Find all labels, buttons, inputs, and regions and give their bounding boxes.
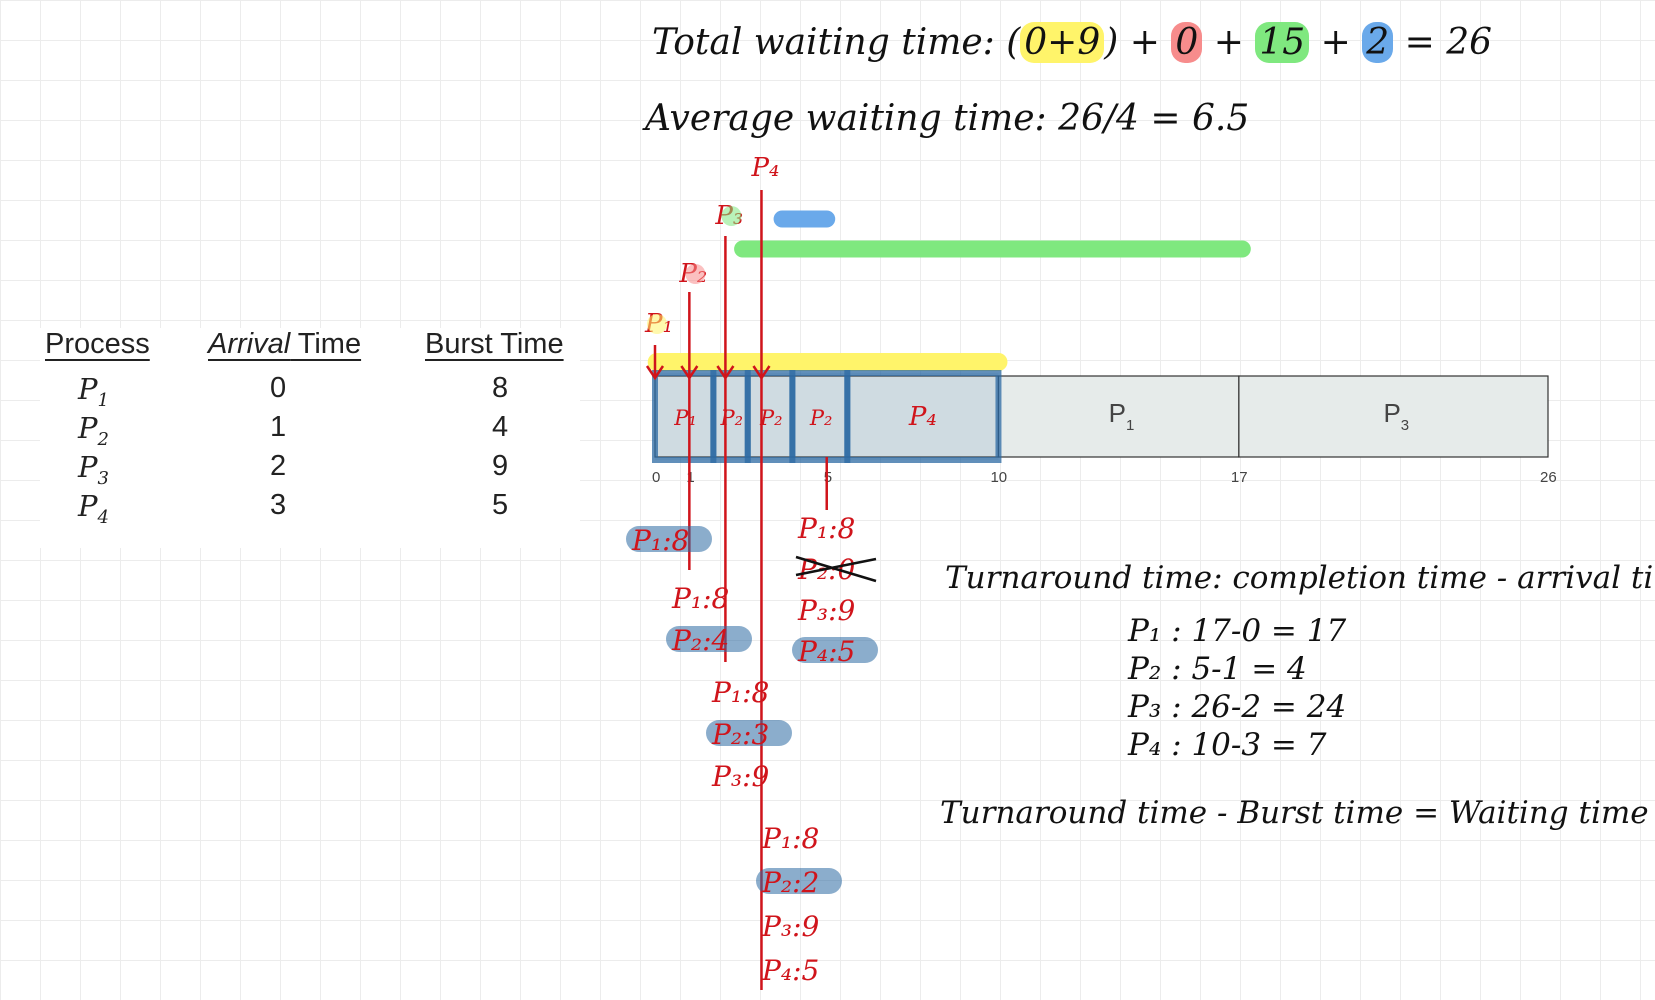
total-p4-term: 2 bbox=[1362, 22, 1394, 63]
turnaround-title: Turnaround time: completion time - arriv… bbox=[945, 560, 1655, 596]
row-1-burst: 8 bbox=[492, 372, 509, 404]
queue-t1-highlight bbox=[666, 626, 752, 652]
queue-t5-item-1: P₁:8 bbox=[797, 512, 855, 545]
overlay-label-2: P₂ bbox=[720, 406, 744, 430]
header-arrival-em: Arrival bbox=[208, 328, 291, 360]
row-4-arrival: 3 bbox=[270, 489, 287, 521]
turnaround-row-3: P₃ : 26-2 = 24 bbox=[1128, 689, 1347, 725]
row-2-p: P bbox=[78, 411, 98, 445]
row-2-process: P2 bbox=[78, 411, 109, 450]
header-arrival: Arrival Time bbox=[208, 328, 361, 361]
header-arrival-rest: Time bbox=[290, 328, 362, 360]
queue-t5-highlight bbox=[792, 637, 878, 663]
header-burst: Burst Time bbox=[425, 328, 564, 360]
turnaround-row-4: P₄ : 10-3 = 7 bbox=[1128, 727, 1327, 763]
arrival-arrow-2 bbox=[680, 365, 699, 381]
turnaround-row-2: P₂ : 5-1 = 4 bbox=[1128, 651, 1307, 687]
queue-t2-item-3: P₃:9 bbox=[711, 760, 769, 793]
tick-label-4: 10 bbox=[990, 469, 1007, 486]
row-4-process: P4 bbox=[78, 489, 109, 528]
gantt-segment-sub-2: 1 bbox=[1126, 417, 1134, 434]
total-result: = 26 bbox=[1404, 22, 1493, 63]
row-2-sub: 2 bbox=[97, 428, 109, 450]
overlay-label-1: P₁ bbox=[673, 406, 697, 430]
arrival-dot-3 bbox=[721, 206, 742, 226]
arrival-dot-1 bbox=[647, 314, 667, 334]
row-1-arrival: 0 bbox=[270, 372, 287, 404]
row-1-sub: 1 bbox=[97, 389, 109, 411]
row-3-process: P3 bbox=[78, 450, 109, 489]
overlay-label-3: P₂ bbox=[759, 406, 783, 430]
total-waiting-time: Total waiting time: (0+9) + 0 + 15 + 2 =… bbox=[652, 22, 1492, 63]
ready-queues: P₁:8P₁:8P₂:4P₁:8P₂:3P₃:9P₁:8P₂:2P₃:9P₄:5… bbox=[626, 512, 878, 987]
total-close-paren: ) bbox=[1104, 22, 1119, 63]
queue-t1-item-2: P₂:4 bbox=[671, 624, 729, 657]
queue-t3-item-1: P₁:8 bbox=[761, 822, 819, 855]
waiting-highlights bbox=[647, 210, 1251, 371]
overlay-label-4: P₂ bbox=[809, 406, 833, 430]
overlay-segments: P₁ P₂ P₂ P₂ P₄ bbox=[652, 370, 1002, 463]
arrival-label-4: P₄ bbox=[750, 153, 779, 183]
header-process: Process bbox=[45, 328, 150, 360]
total-p1-term: 0+9 bbox=[1020, 22, 1105, 63]
queue-t0-item-1: P₁:8 bbox=[631, 524, 689, 557]
total-p2-term: 0 bbox=[1171, 22, 1203, 63]
row-1-process: P1 bbox=[78, 372, 109, 411]
average-waiting-time: Average waiting time: 26/4 = 6.5 bbox=[645, 98, 1250, 139]
overlay-block-5 bbox=[844, 370, 1002, 463]
tick-label-1: 0 bbox=[652, 469, 660, 486]
row-3-burst: 9 bbox=[492, 450, 509, 482]
queue-t3-highlight bbox=[756, 868, 842, 894]
row-3-arrival: 2 bbox=[270, 450, 287, 482]
gantt-segment-2 bbox=[997, 375, 1240, 458]
row-4-sub: 4 bbox=[97, 506, 109, 528]
gantt-segment-3 bbox=[1238, 375, 1549, 458]
overlay-label-5: P₄ bbox=[908, 402, 937, 432]
total-open-paren: ( bbox=[1006, 22, 1021, 63]
arrival-arrow-1 bbox=[645, 365, 665, 381]
queue-t5-item-4: P₄:5 bbox=[797, 635, 855, 668]
total-plus-2: + bbox=[1213, 22, 1244, 63]
queue-t3-item-2: P₂:2 bbox=[761, 866, 819, 899]
overlay-block-1 bbox=[652, 370, 717, 463]
queue-t3-item-4: P₄:5 bbox=[761, 954, 819, 987]
queue-t5-strike-a bbox=[795, 555, 877, 583]
queue-t2-item-2: P₂:3 bbox=[711, 718, 769, 751]
tick-label-5: 17 bbox=[1231, 469, 1248, 486]
arrival-dot-2 bbox=[685, 264, 706, 284]
turnaround-formula: Turnaround time - Burst time = Waiting t… bbox=[940, 795, 1649, 831]
queue-t3-item-3: P₃:9 bbox=[761, 910, 819, 943]
total-waiting-label: Total waiting time: bbox=[652, 22, 995, 63]
turnaround-row-1: P₁ : 17-0 = 17 bbox=[1128, 613, 1347, 649]
arrival-arrow-4 bbox=[752, 365, 771, 381]
row-1-p: P bbox=[78, 372, 98, 406]
arrival-markers: P₁P₂P₃P₄ bbox=[644, 153, 828, 990]
queue-t1-item-1: P₁:8 bbox=[671, 582, 729, 615]
row-4-burst: 5 bbox=[492, 489, 509, 521]
total-plus-1: + bbox=[1129, 22, 1160, 63]
process-table: Process Arrival Time Burst Time P1 0 8 P… bbox=[40, 328, 580, 548]
queue-t2-highlight bbox=[706, 720, 792, 746]
queue-t2-item-1: P₁:8 bbox=[711, 676, 769, 709]
row-4-p: P bbox=[78, 489, 98, 523]
row-3-p: P bbox=[78, 450, 98, 484]
queue-t5-strike-b bbox=[795, 557, 877, 577]
arrival-arrow-3 bbox=[716, 365, 735, 381]
tick-label-6: 26 bbox=[1540, 469, 1557, 486]
gantt-segment-sub-3: 3 bbox=[1401, 417, 1409, 434]
queue-t5-item-3: P₃:9 bbox=[797, 594, 855, 627]
row-2-arrival: 1 bbox=[270, 411, 287, 443]
total-p3-term: 15 bbox=[1255, 22, 1310, 63]
row-2-burst: 4 bbox=[492, 411, 509, 443]
overlay-block-3 bbox=[744, 370, 796, 463]
gantt-ticks: 015101726 bbox=[652, 469, 1557, 486]
total-plus-3: + bbox=[1320, 22, 1351, 63]
queue-t0-highlight bbox=[626, 526, 712, 552]
row-3-sub: 3 bbox=[97, 467, 109, 489]
